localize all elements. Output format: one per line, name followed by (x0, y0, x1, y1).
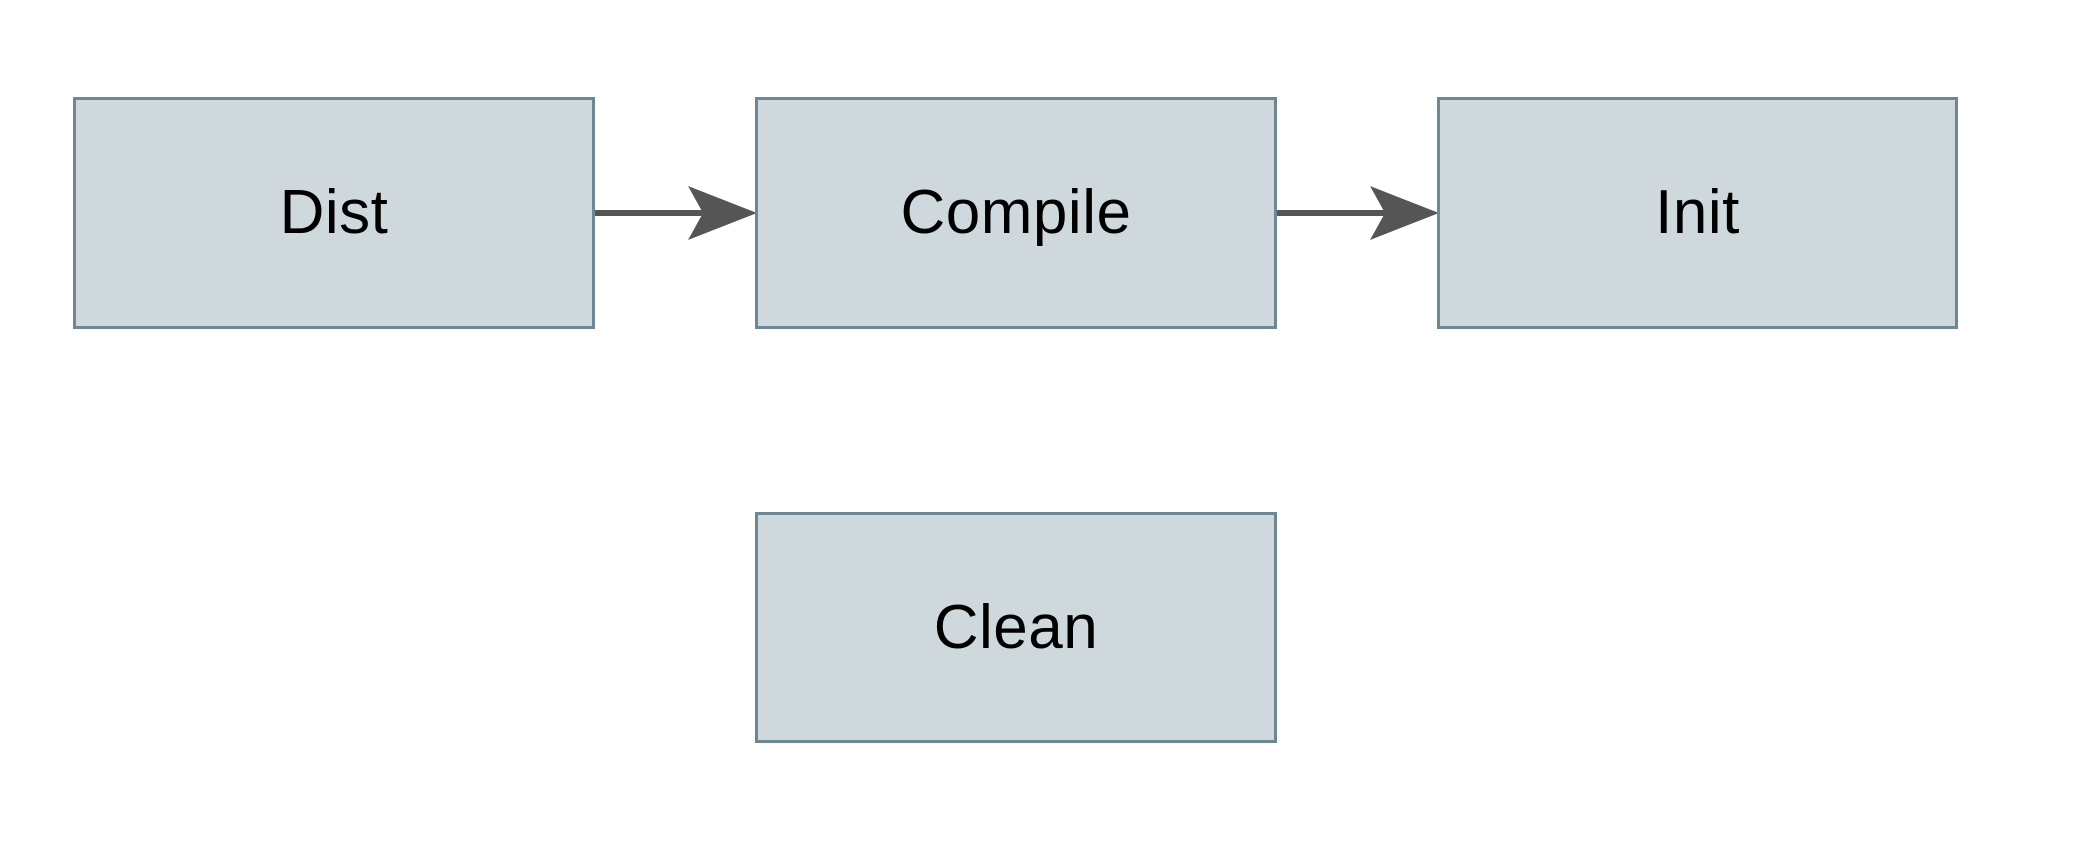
node-clean-label: Clean (933, 592, 1099, 662)
edge-compile-to-init (1277, 186, 1439, 240)
node-compile-label: Compile (900, 178, 1132, 247)
node-init[interactable]: Init (1437, 97, 1958, 329)
node-dist[interactable]: Dist (73, 97, 595, 329)
edge-dist-to-compile (595, 186, 757, 240)
node-compile[interactable]: Compile (755, 97, 1277, 329)
node-init-label: Init (1655, 178, 1740, 247)
node-dist-label: Dist (279, 178, 389, 247)
node-clean[interactable]: Clean (755, 512, 1277, 743)
